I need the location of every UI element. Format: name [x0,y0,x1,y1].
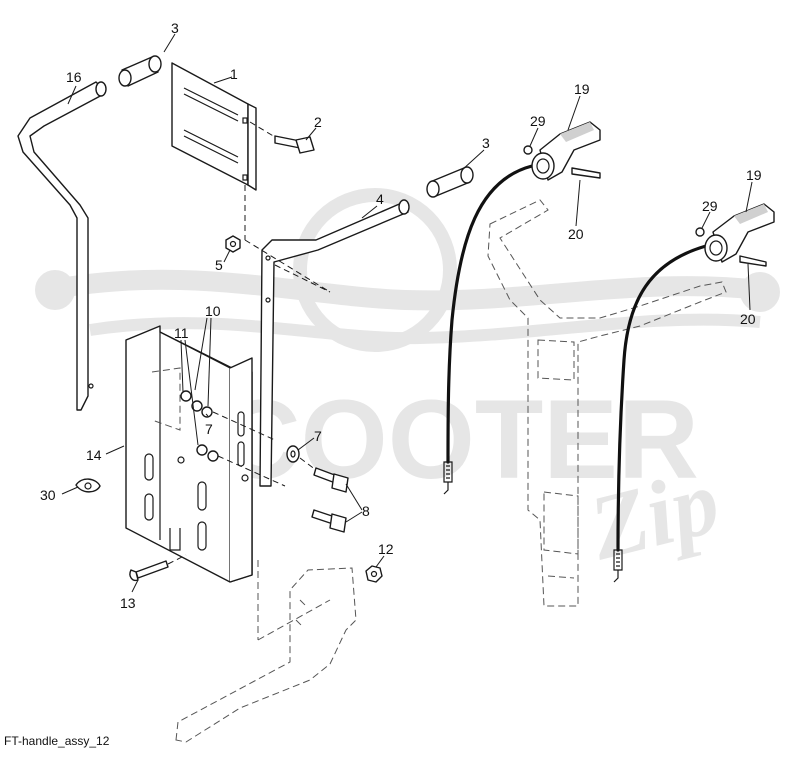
part-3-grip-right [426,166,474,198]
callout-3: 3 [171,20,179,36]
part-14-main-bracket [125,325,253,583]
part-30-clip [75,478,101,493]
part-1-slotted-plate [171,62,257,240]
callout-12: 12 [378,541,394,557]
callout-29b: 29 [702,198,718,214]
callout-2: 2 [314,114,322,130]
callout-7: 7 [205,421,213,437]
part-12-lock-nut [365,565,383,583]
cable-right [613,244,708,583]
callout-19: 19 [574,81,590,97]
callout-10: 10 [205,303,221,319]
callout-4: 4 [376,191,384,207]
phantom-frame-lower [175,560,357,743]
leader-lines [61,33,753,593]
callout-8: 8 [362,503,370,519]
callout-11: 11 [174,325,189,341]
callout-13: 13 [120,595,136,611]
part-7-washer [286,445,300,463]
callout-14: 14 [86,447,102,463]
callout-20: 20 [568,226,584,242]
part-3-grip-left [118,55,162,87]
callout-5: 5 [215,257,223,273]
part-16-handle-rod [17,81,107,411]
cable-left [443,164,534,495]
callout-20b: 20 [740,311,756,327]
part-5-nut [225,235,241,253]
callout-16: 16 [66,69,82,85]
callout-3b: 3 [482,135,490,151]
part-8-bolts [299,457,349,533]
diagram-caption: FT-handle_assy_12 [4,734,110,748]
part-4-handle-bar [244,199,410,487]
part-19-lever-lower [695,203,775,267]
callout-29: 29 [530,113,546,129]
parts-10-11-hardware [180,390,286,487]
part-19-lever-upper [523,121,601,181]
callout-1: 1 [230,66,238,82]
callout-19b: 19 [746,167,762,183]
part-2-bolt [249,121,315,154]
callouts: 1 2 3 3 4 5 7 7 8 10 11 12 13 14 16 19 1… [40,20,762,611]
callout-30: 30 [40,487,56,503]
callout-7b: 7 [314,428,322,444]
part-13-carriage-bolt [129,554,187,582]
watermark-emblem [35,188,780,352]
phantom-frame-right [487,199,727,607]
